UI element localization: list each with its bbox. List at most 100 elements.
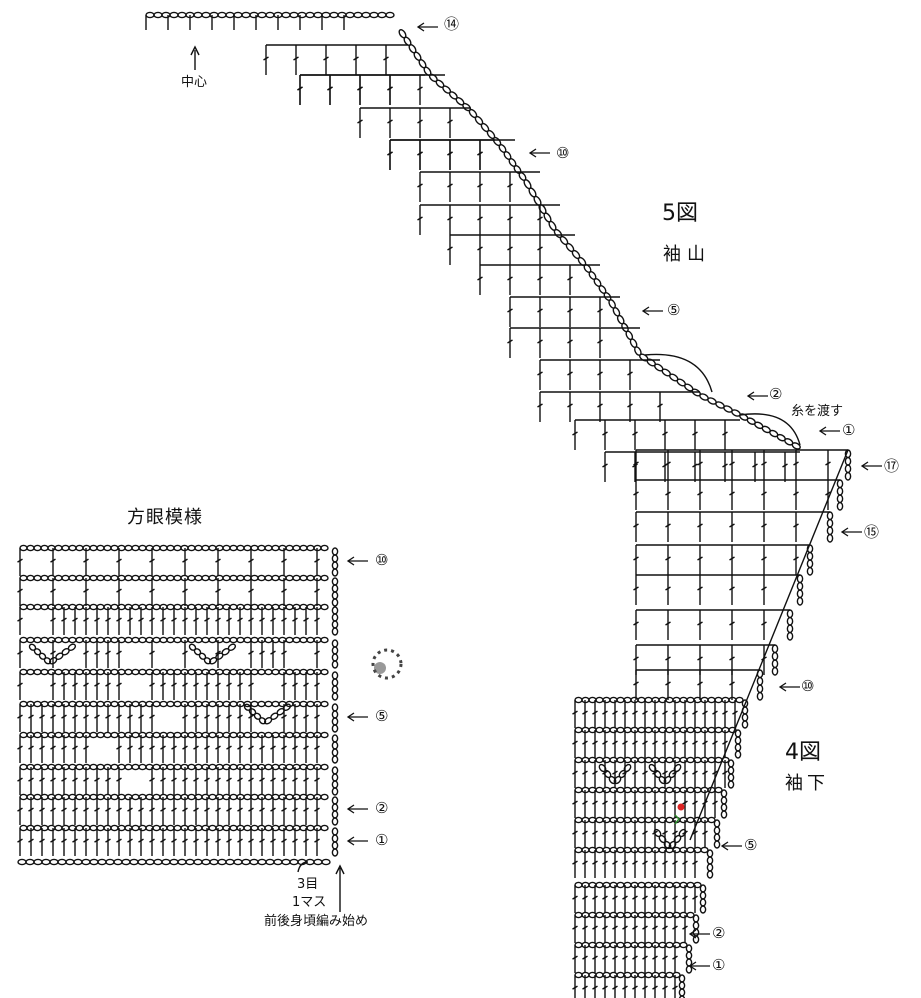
chain-stitch bbox=[89, 574, 98, 582]
chain-stitch bbox=[602, 816, 611, 824]
chain-stitch bbox=[637, 726, 646, 734]
double-crochet-tick bbox=[314, 588, 320, 593]
chain-stitch bbox=[285, 793, 294, 801]
chain-stitch bbox=[320, 763, 329, 771]
chain-stitch bbox=[320, 603, 329, 611]
double-crochet-tick bbox=[303, 777, 309, 782]
double-crochet-tick bbox=[697, 681, 703, 686]
double-crochet-tick bbox=[94, 838, 100, 843]
chain-stitch bbox=[131, 793, 140, 801]
double-crochet-tick bbox=[248, 745, 254, 750]
double-crochet-tick bbox=[417, 119, 423, 124]
chain-stitch bbox=[595, 816, 604, 824]
chain-stitch bbox=[574, 816, 583, 824]
double-crochet-tick bbox=[314, 777, 320, 782]
double-crochet-tick bbox=[682, 895, 688, 900]
chain-stitch bbox=[75, 731, 84, 739]
chain-stitch bbox=[602, 846, 611, 854]
double-crochet-tick bbox=[537, 371, 543, 376]
double-crochet-tick bbox=[72, 838, 78, 843]
chain-stitch bbox=[138, 763, 147, 771]
double-crochet-tick bbox=[652, 955, 658, 960]
chain-stitch bbox=[47, 574, 56, 582]
chain-stitch bbox=[616, 971, 625, 979]
chain-stitch bbox=[233, 858, 243, 866]
chain-stitch bbox=[574, 846, 583, 854]
double-crochet-tick bbox=[632, 895, 638, 900]
chain-stitch bbox=[679, 726, 688, 734]
double-crochet-tick bbox=[17, 777, 23, 782]
double-crochet-tick bbox=[50, 807, 56, 812]
turning-chain bbox=[331, 810, 339, 819]
chain-stitch bbox=[278, 636, 287, 644]
chain-stitch bbox=[264, 636, 273, 644]
double-crochet-tick bbox=[17, 745, 23, 750]
turning-chain bbox=[685, 951, 693, 960]
chain-stitch bbox=[285, 636, 294, 644]
chain-stitch bbox=[253, 712, 262, 720]
double-crochet-tick bbox=[259, 617, 265, 622]
chain-stitch bbox=[89, 544, 98, 552]
double-crochet-tick bbox=[149, 714, 155, 719]
double-crochet-tick bbox=[692, 800, 698, 805]
double-crochet-tick bbox=[572, 710, 578, 715]
chain-stitch bbox=[215, 763, 224, 771]
double-crochet-tick bbox=[572, 740, 578, 745]
chain-stitch bbox=[47, 668, 56, 676]
double-crochet-tick bbox=[204, 807, 210, 812]
turning-chain bbox=[331, 606, 339, 615]
chain-stitch bbox=[110, 636, 119, 644]
row-arrows bbox=[346, 22, 882, 971]
chain-stitch bbox=[19, 700, 28, 708]
chain-stitch bbox=[110, 544, 119, 552]
chain-stitch bbox=[320, 824, 329, 832]
chain-stitch bbox=[616, 941, 625, 949]
chain-stitch bbox=[602, 726, 611, 734]
chain-stitch bbox=[124, 668, 133, 676]
underarm-row-1-label: ① bbox=[712, 956, 726, 974]
turning-chain bbox=[836, 494, 844, 504]
carry-yarn-arc bbox=[739, 413, 801, 446]
chain-stitch bbox=[250, 793, 259, 801]
double-crochet-tick bbox=[612, 985, 618, 990]
turning-chain bbox=[771, 651, 779, 661]
double-crochet-tick bbox=[39, 714, 45, 719]
double-crochet-tick bbox=[722, 770, 728, 775]
double-crochet-tick bbox=[582, 800, 588, 805]
double-crochet-tick bbox=[237, 838, 243, 843]
chain-stitch bbox=[138, 574, 147, 582]
double-crochet-tick bbox=[537, 403, 543, 408]
double-crochet-tick bbox=[662, 431, 668, 436]
turning-chain bbox=[331, 773, 339, 782]
chain-stitch bbox=[19, 636, 28, 644]
double-crochet-tick bbox=[537, 308, 543, 313]
chain-stitch bbox=[26, 668, 35, 676]
double-crochet-tick bbox=[171, 777, 177, 782]
turning-chain bbox=[713, 833, 721, 842]
double-crochet-tick bbox=[248, 650, 254, 655]
chain-stitch bbox=[271, 700, 280, 708]
chain-stitch bbox=[47, 763, 56, 771]
double-crochet-tick bbox=[281, 838, 287, 843]
chain-stitch bbox=[161, 858, 171, 866]
chain-stitch bbox=[110, 700, 119, 708]
double-crochet-tick bbox=[602, 463, 608, 468]
double-crochet-tick bbox=[263, 56, 269, 61]
row-arrow-head bbox=[346, 836, 355, 846]
chain-stitch bbox=[313, 11, 323, 19]
chain-stitch bbox=[187, 544, 196, 552]
turning-chain bbox=[756, 691, 764, 701]
double-crochet-tick bbox=[248, 617, 254, 622]
double-crochet-tick bbox=[226, 714, 232, 719]
chain-stitch bbox=[264, 793, 273, 801]
double-crochet-tick bbox=[632, 740, 638, 745]
row-arrow-head bbox=[641, 306, 650, 316]
chain-stitch bbox=[19, 731, 28, 739]
double-crochet-tick bbox=[622, 830, 628, 835]
chain-stitch bbox=[47, 700, 56, 708]
chain-stitch bbox=[166, 544, 175, 552]
double-crochet-tick bbox=[215, 588, 221, 593]
chain-stitch bbox=[229, 824, 238, 832]
chain-stitch bbox=[686, 816, 695, 824]
double-crochet-tick bbox=[657, 403, 663, 408]
